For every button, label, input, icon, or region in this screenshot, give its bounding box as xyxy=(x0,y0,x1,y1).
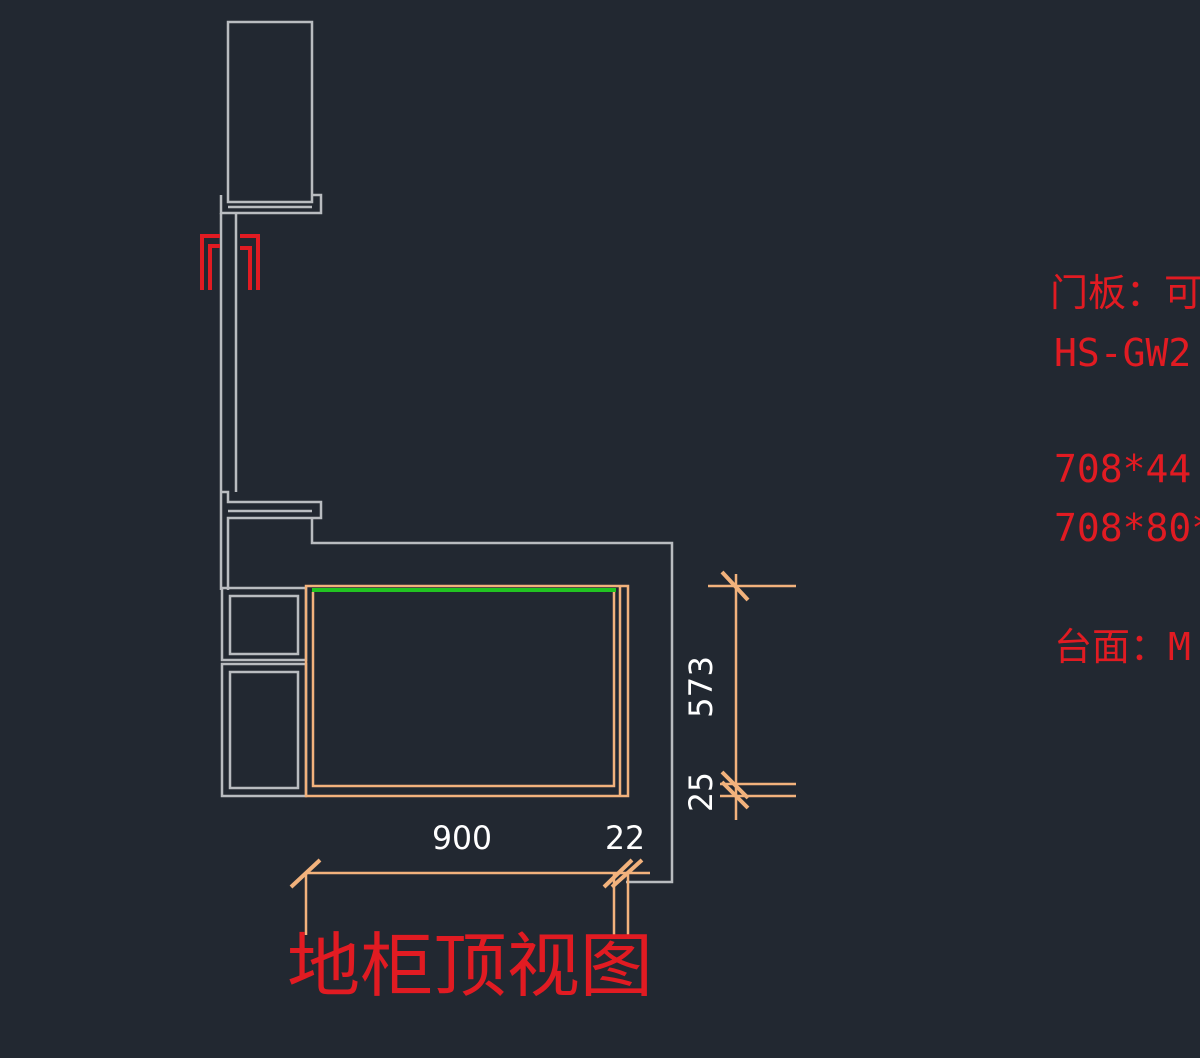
note-countertop: 台面：M xyxy=(1054,625,1191,669)
side-box-lower xyxy=(220,662,308,798)
side-box-upper xyxy=(220,586,308,662)
door-mark xyxy=(200,234,260,290)
dimension-width-label: 900 xyxy=(432,819,492,857)
note-door-panel: 门板：可 xyxy=(1050,271,1200,315)
base-outline xyxy=(310,518,674,884)
note-model-code: HS-GW2 xyxy=(1054,331,1191,375)
horizontal-dimension xyxy=(289,858,650,935)
wall-outline xyxy=(219,20,674,884)
base-cabinet xyxy=(304,584,630,798)
cabinet-body-inner xyxy=(311,592,616,788)
upper-bracket xyxy=(219,193,323,215)
dimension-depth-label: 573 xyxy=(682,656,720,718)
material-notes: 门板：可 HS-GW2 708*44 708*80* 台面：M xyxy=(1050,271,1200,669)
dimension-gap-label: 25 xyxy=(682,772,720,812)
note-size-2: 708*80* xyxy=(1054,506,1200,550)
middle-bracket xyxy=(221,490,323,590)
drawing-title: 地柜顶视图 xyxy=(287,925,653,1007)
note-size-1: 708*44 xyxy=(1054,447,1191,491)
cabinet-body-outer xyxy=(304,584,630,798)
tall-cabinet-top xyxy=(226,20,314,204)
dimension-thickness-label: 22 xyxy=(605,819,645,857)
vertical-dimension xyxy=(708,570,796,820)
